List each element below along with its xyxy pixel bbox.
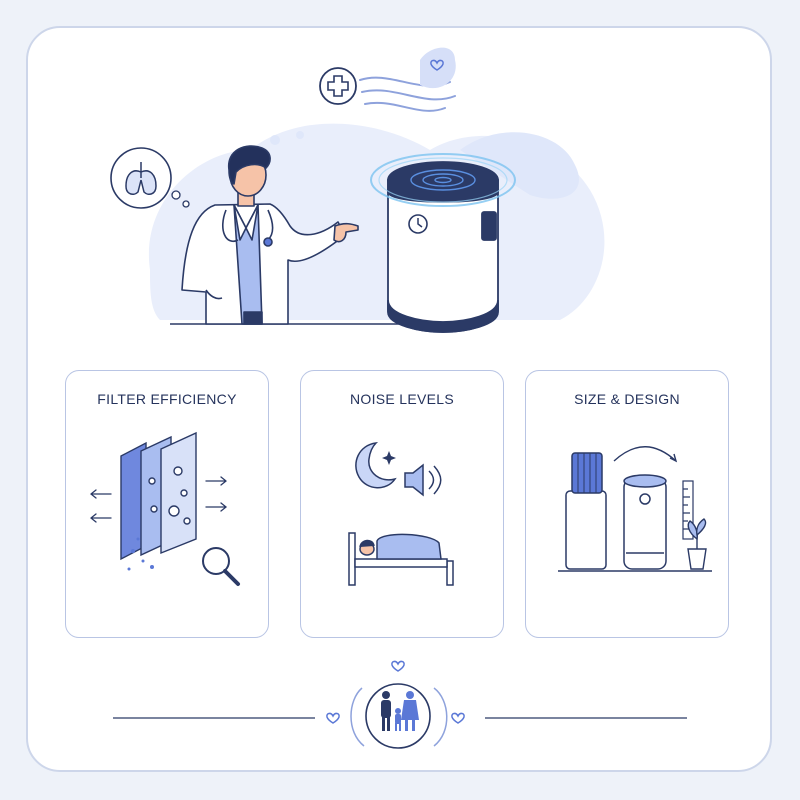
clock-icon <box>408 214 428 234</box>
size-design-card[interactable]: SIZE & DESIGN <box>525 370 729 638</box>
purifier-glow-rings <box>370 153 516 207</box>
footer-family-emblem <box>113 660 687 749</box>
moon-speaker-bed-icon <box>348 442 454 586</box>
purifier-size-comparison-icon <box>558 446 712 572</box>
heart-icon <box>430 59 444 71</box>
size-design-title: SIZE & DESIGN <box>574 391 680 407</box>
star-icon <box>382 451 396 465</box>
moon-icon <box>355 442 397 489</box>
ruler-icon <box>682 480 694 540</box>
filter-efficiency-card[interactable]: FILTER EFFICIENCY <box>65 370 269 638</box>
noise-levels-card[interactable]: NOISE LEVELS <box>300 370 504 638</box>
filter-layers-icon <box>89 431 240 586</box>
speaker-icon <box>404 463 442 497</box>
doctor-illustration <box>181 145 359 325</box>
lungs-icon <box>110 147 190 209</box>
bed-icon <box>348 532 454 586</box>
family-icon <box>365 683 431 749</box>
filter-efficiency-title: FILTER EFFICIENCY <box>97 391 237 407</box>
noise-levels-title: NOISE LEVELS <box>350 391 454 407</box>
medical-cross-icon <box>319 67 357 105</box>
plant-icon <box>687 518 707 570</box>
hero-illustration <box>110 47 605 333</box>
air-purifier-illustration <box>387 161 499 333</box>
magnifier-icon <box>202 547 240 586</box>
